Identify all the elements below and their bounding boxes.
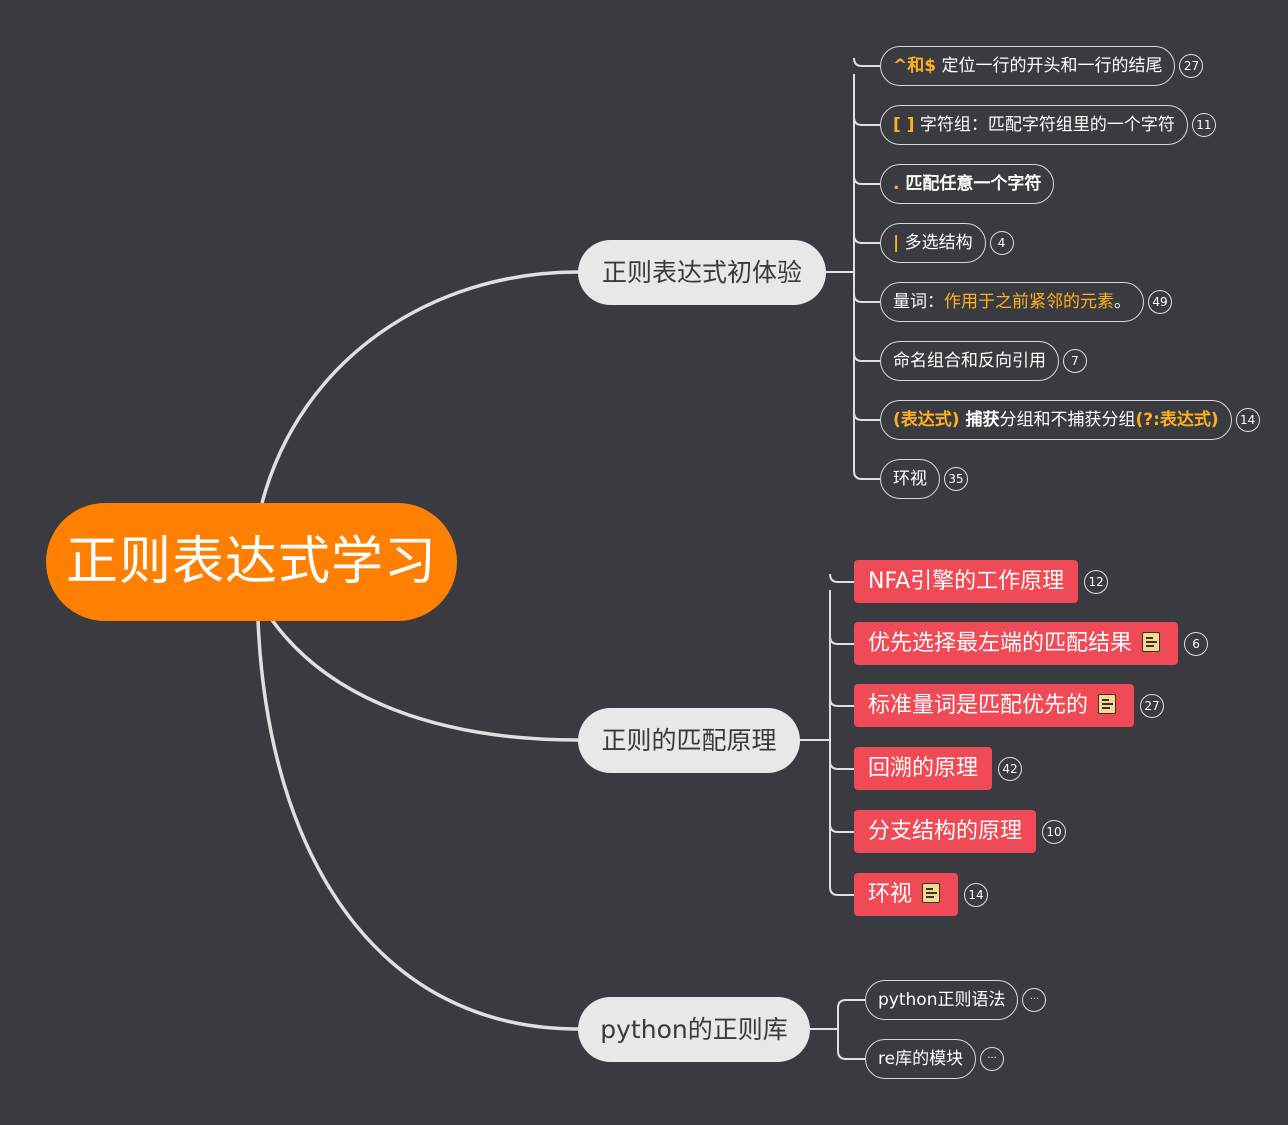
subtopic-text: (?:表达式) xyxy=(1135,410,1219,430)
principle-topic-2[interactable]: 优先选择最左端的匹配结果 xyxy=(854,622,1179,665)
principle-topic-label: 回溯的原理 xyxy=(868,756,979,781)
python-topic-text: re库的模块 xyxy=(878,1049,964,1069)
subtopic-text: ^和$ xyxy=(893,56,937,76)
principle-topic-label: 标准量词是匹配优先的 xyxy=(868,693,1089,718)
subtopic-text: 作用于之前紧邻的元素 xyxy=(944,292,1114,312)
count-badge[interactable]: 7 xyxy=(1063,349,1087,373)
branch-regex-intro[interactable]: 正则表达式初体验 xyxy=(578,240,826,305)
count-badge[interactable]: 14 xyxy=(1235,408,1260,432)
subtopic-text: | xyxy=(893,233,900,253)
subtopic-1[interactable]: ^和$ 定位一行的开头和一行的结尾 xyxy=(880,46,1176,86)
branch-python-regex[interactable]: python的正则库 xyxy=(578,997,810,1062)
count-badge[interactable]: 42 xyxy=(998,757,1023,781)
subtopic-6[interactable]: 命名组合和反向引用 xyxy=(880,341,1059,381)
collapsed-more-icon[interactable]: ··· xyxy=(980,1047,1005,1071)
subtopic-text: 量词： xyxy=(893,292,944,312)
count-badge[interactable]: 35 xyxy=(944,467,968,491)
connector-line xyxy=(270,618,579,742)
connector-line xyxy=(837,1050,865,1060)
connector-line xyxy=(829,697,854,707)
collapsed-more-icon[interactable]: ··· xyxy=(1022,988,1047,1012)
principle-topic-3[interactable]: 标准量词是匹配优先的 xyxy=(854,684,1135,727)
subtopic-text: 字符组：匹配字符组里的一个字符 xyxy=(914,115,1175,135)
count-badge[interactable]: 11 xyxy=(1191,113,1216,137)
connector-line xyxy=(260,270,579,504)
subtopic-text: 定位一行的开头和一行的结尾 xyxy=(936,56,1163,76)
connector-line xyxy=(829,635,854,645)
count-badge[interactable]: 27 xyxy=(1140,694,1165,718)
subtopic-text: 。 xyxy=(1114,292,1131,312)
connector-line xyxy=(256,619,579,1031)
connector-line xyxy=(853,470,880,480)
connector-line xyxy=(853,293,880,303)
subtopic-text: (表达式) xyxy=(893,410,960,430)
subtopic-7[interactable]: (表达式) 捕获分组和不捕获分组(?:表达式) xyxy=(880,400,1232,440)
connector-line xyxy=(837,999,865,1009)
python-topic-text: python正则语法 xyxy=(878,990,1006,1010)
root-topic[interactable]: 正则表达式学习 xyxy=(46,503,457,621)
note-icon[interactable] xyxy=(1142,632,1161,652)
connector-line xyxy=(853,411,880,421)
principle-topic-6[interactable]: 环视 xyxy=(854,873,959,916)
connector-line xyxy=(829,760,854,770)
count-badge[interactable]: 12 xyxy=(1084,570,1109,594)
count-badge[interactable]: 49 xyxy=(1148,290,1172,314)
principle-topic-label: NFA引擎的工作原理 xyxy=(868,569,1065,594)
connector-line xyxy=(853,234,880,244)
subtopic-text: 匹配任意一个字符 xyxy=(899,174,1042,194)
count-badge[interactable]: 6 xyxy=(1184,632,1209,656)
python-topic-2[interactable]: re库的模块 xyxy=(865,1039,977,1079)
note-icon[interactable] xyxy=(1098,694,1117,714)
subtopic-text: 分组和不捕获分组 xyxy=(999,410,1136,430)
subtopic-5[interactable]: 量词：作用于之前紧邻的元素。 xyxy=(880,282,1144,322)
subtopic-text: [ ] xyxy=(893,115,915,135)
principle-topic-label: 环视 xyxy=(868,882,913,907)
subtopic-text: 命名组合和反向引用 xyxy=(893,351,1046,371)
python-topic-1[interactable]: python正则语法 xyxy=(865,980,1019,1020)
subtopic-text: 多选结构 xyxy=(899,233,973,253)
connector-line xyxy=(829,823,854,833)
subtopic-text: 捕获 xyxy=(959,410,1000,430)
connector-line xyxy=(829,573,854,583)
connector-line xyxy=(829,886,854,896)
count-badge[interactable]: 27 xyxy=(1179,54,1204,78)
principle-topic-label: 分支结构的原理 xyxy=(868,819,1023,844)
connector-line xyxy=(853,57,880,67)
connector-line xyxy=(853,352,880,362)
branch-matching-principle[interactable]: 正则的匹配原理 xyxy=(578,708,800,773)
subtopic-3[interactable]: . 匹配任意一个字符 xyxy=(880,164,1055,204)
principle-topic-5[interactable]: 分支结构的原理 xyxy=(854,810,1037,853)
subtopic-2[interactable]: [ ] 字符组：匹配字符组里的一个字符 xyxy=(880,105,1188,145)
count-badge[interactable]: 4 xyxy=(989,231,1014,255)
subtopic-4[interactable]: | 多选结构 xyxy=(880,223,986,263)
subtopic-text: 环视 xyxy=(893,469,927,489)
subtopic-text: . xyxy=(893,174,900,194)
principle-topic-label: 优先选择最左端的匹配结果 xyxy=(868,631,1133,656)
connector-line xyxy=(853,116,880,126)
subtopic-8[interactable]: 环视 xyxy=(880,459,940,499)
connector-line xyxy=(853,175,880,185)
note-icon[interactable] xyxy=(922,883,941,903)
count-badge[interactable]: 14 xyxy=(964,883,989,907)
principle-topic-4[interactable]: 回溯的原理 xyxy=(854,747,993,790)
count-badge[interactable]: 10 xyxy=(1042,820,1067,844)
principle-topic-1[interactable]: NFA引擎的工作原理 xyxy=(854,560,1079,603)
